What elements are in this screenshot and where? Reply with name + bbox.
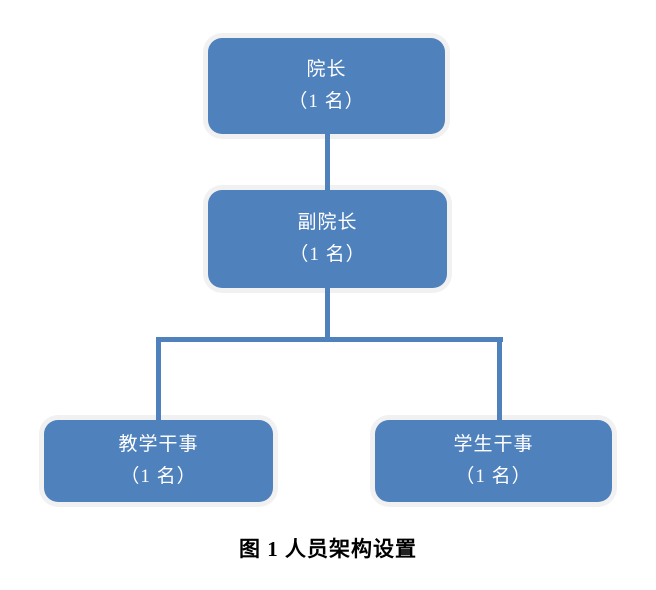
figure-caption: 图 1 人员架构设置 — [239, 537, 417, 561]
node-headcount: （1 名） — [289, 244, 366, 265]
org-node-vice-dean: 副院长 （1 名） — [208, 190, 447, 288]
node-headcount: （1 名） — [455, 466, 532, 487]
org-node-dean: 院长 （1 名） — [208, 38, 445, 134]
node-title: 院长 — [306, 59, 347, 80]
node-headcount: （1 名） — [288, 91, 365, 112]
connector-horizontal-bar — [156, 337, 503, 342]
org-node-teaching-clerk: 教学干事 （1 名） — [44, 420, 273, 502]
org-node-student-clerk: 学生干事 （1 名） — [375, 420, 612, 502]
node-headcount: （1 名） — [120, 466, 197, 487]
node-title: 学生干事 — [453, 434, 534, 455]
node-title: 教学干事 — [118, 434, 199, 455]
connector-dean-to-vice-dean — [325, 134, 330, 192]
connector-to-student-clerk — [497, 337, 502, 422]
connector-to-teaching-clerk — [156, 337, 161, 422]
connector-vice-dean-stem — [325, 288, 330, 342]
node-title: 副院长 — [297, 212, 358, 233]
